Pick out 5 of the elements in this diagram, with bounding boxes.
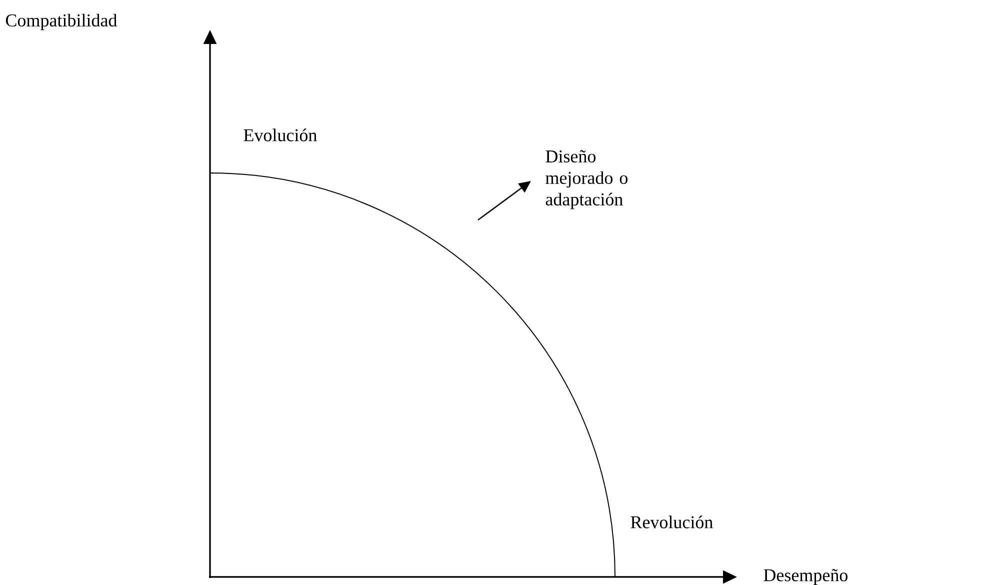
axis-label: Compatibilidad	[6, 14, 117, 30]
axis-label: Desempeño	[764, 569, 848, 585]
region-label: Revolución	[630, 516, 713, 528]
region-label: Evolución	[244, 128, 317, 142]
annotation-text: Diseño mejorado o adaptación	[546, 150, 628, 210]
